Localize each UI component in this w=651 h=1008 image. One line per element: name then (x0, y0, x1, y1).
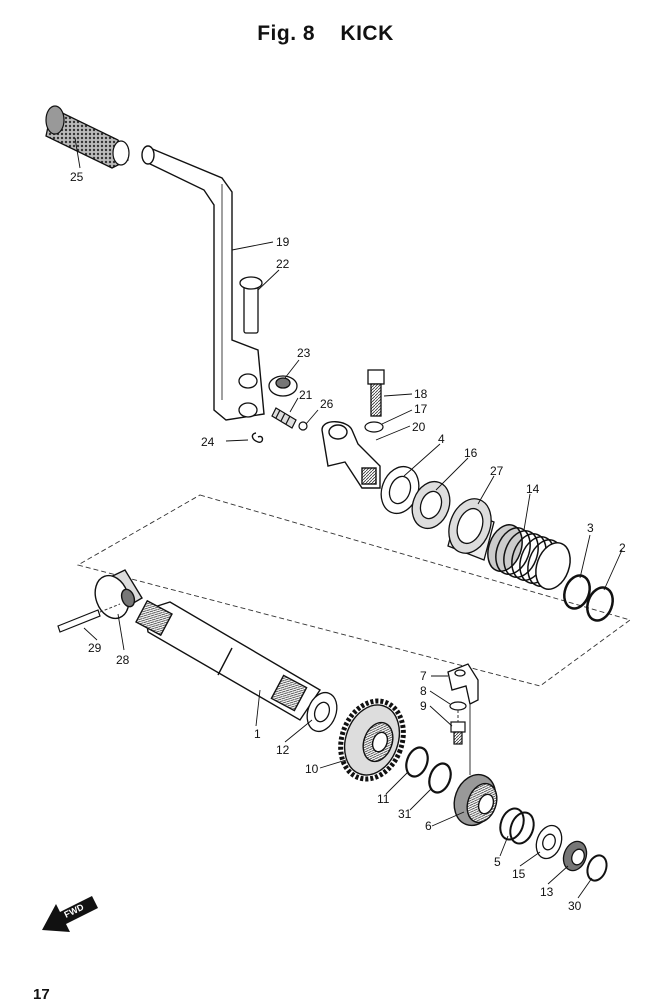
callout-17: 17 (414, 402, 428, 416)
clip-plate (449, 701, 467, 711)
callout-25: 25 (70, 170, 84, 184)
callout-26: 26 (320, 397, 334, 411)
lever-pivot-end (141, 145, 155, 165)
callout-8: 8 (420, 684, 427, 698)
roll-pin (57, 609, 101, 633)
ratchet-spring (499, 807, 535, 845)
circlip (251, 432, 264, 443)
callout-18: 18 (414, 387, 428, 401)
washer-4 (380, 465, 420, 515)
callout-6: 6 (425, 819, 432, 833)
pin-axis-line (99, 603, 121, 613)
callout-7: 7 (420, 669, 427, 683)
callout-16: 16 (464, 446, 478, 460)
ratchet-wheel (453, 773, 498, 827)
collar (94, 569, 143, 620)
callout-14: 14 (526, 482, 540, 496)
callout-19: 19 (276, 235, 290, 249)
callout-28: 28 (116, 653, 130, 667)
kick-clip (447, 663, 479, 705)
spacer-16 (411, 480, 451, 530)
callout-13: 13 (540, 885, 554, 899)
washer-2 (586, 586, 614, 622)
circlip-31 (428, 762, 452, 794)
bolt-washer (364, 421, 384, 433)
lever-boss-upper (238, 373, 258, 389)
callout-29: 29 (88, 641, 102, 655)
callout-10: 10 (305, 762, 319, 776)
kick-boss (321, 421, 381, 489)
circlip-3 (563, 574, 591, 610)
callout-20: 20 (412, 420, 426, 434)
callout-22: 22 (276, 257, 290, 271)
circlip-11 (405, 746, 429, 778)
callout-30: 30 (568, 899, 582, 913)
lever-boss-lower (238, 402, 258, 418)
bolt (367, 369, 385, 417)
ball-spring (271, 407, 297, 429)
callout-15: 15 (512, 867, 526, 881)
leader-lines (74, 137, 623, 899)
washer-15 (535, 824, 563, 860)
spring-guide-27 (447, 498, 495, 561)
callout-24: 24 (201, 435, 215, 449)
figure-title: Fig. 8 KICK (257, 22, 394, 45)
callout-3: 3 (587, 521, 594, 535)
callout-5: 5 (494, 855, 501, 869)
lever-pin (239, 276, 263, 334)
ratchet-guide (562, 840, 588, 872)
fwd-arrow-icon: FWD (42, 896, 98, 932)
callout-21: 21 (299, 388, 313, 402)
callout-4: 4 (438, 432, 445, 446)
callout-12: 12 (276, 743, 290, 757)
page-number: 17 (33, 986, 50, 1003)
circlip-30 (586, 854, 608, 882)
kick-shaft (135, 599, 321, 721)
callout-labels: 25 19 22 23 21 26 24 18 17 20 4 16 27 14… (70, 170, 626, 913)
washer-12 (306, 691, 338, 733)
callout-9: 9 (420, 699, 427, 713)
callout-23: 23 (297, 346, 311, 360)
ball (298, 421, 308, 431)
callout-31: 31 (398, 807, 412, 821)
torsion-spring (487, 524, 571, 590)
grip-rubber (45, 105, 130, 169)
clip-bolt (450, 721, 466, 745)
callout-2: 2 (619, 541, 626, 555)
callout-1: 1 (254, 727, 261, 741)
assembly-outline (76, 494, 632, 687)
bushing (268, 375, 298, 397)
kick-gear (338, 698, 406, 782)
callout-11: 11 (377, 792, 390, 806)
callout-27: 27 (490, 464, 504, 478)
